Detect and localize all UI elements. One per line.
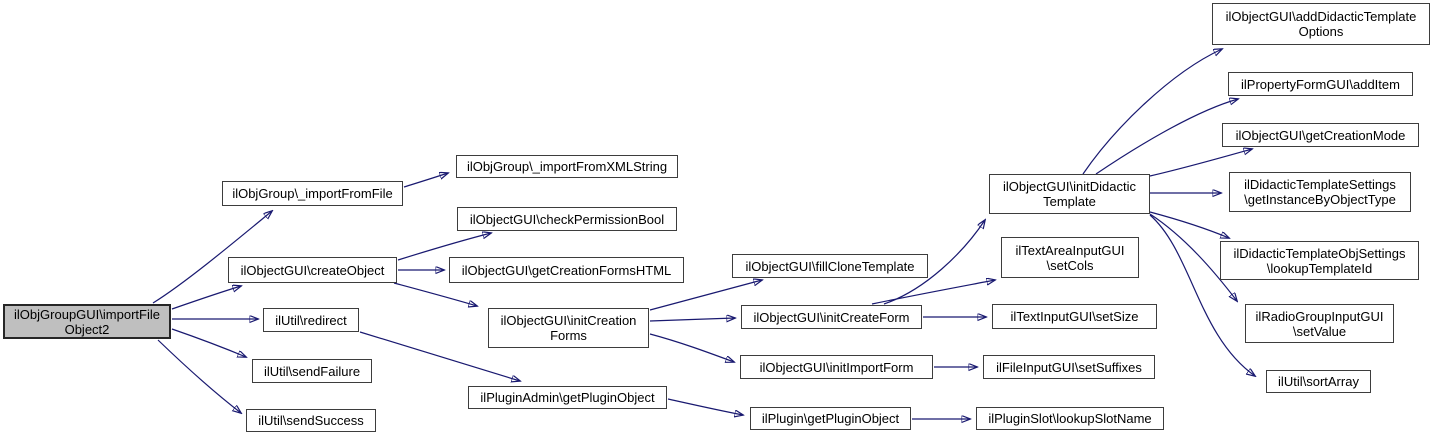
- edge-initdidactictemplate-setvalue: [1149, 213, 1237, 301]
- edge-initcreationforms-fillclonetemplate: [649, 280, 762, 311]
- edge-initdidactictemplate-lookuptemplateid: [1149, 211, 1229, 238]
- edge-initdidactictemplate-getcreationmode: [1149, 149, 1252, 177]
- node-getcreationformshtml[interactable]: ilObjectGUI\getCreationFormsHTML: [449, 257, 684, 283]
- edge-initcreateform-setcols: [871, 280, 995, 305]
- node-additem[interactable]: ilPropertyFormGUI\addItem: [1228, 72, 1413, 96]
- node-initdidactictemplate[interactable]: ilObjectGUI\initDidactic Template: [989, 174, 1150, 214]
- node-createobject[interactable]: ilObjectGUI\createObject: [228, 257, 397, 283]
- node-initcreationforms[interactable]: ilObjectGUI\initCreation Forms: [488, 308, 649, 348]
- node-getcreationmode[interactable]: ilObjectGUI\getCreationMode: [1222, 123, 1419, 147]
- edge-importfileobject2-sendfailure: [171, 328, 246, 357]
- node-setvalue[interactable]: ilRadioGroupInputGUI \setValue: [1245, 304, 1394, 343]
- node-redirect[interactable]: ilUtil\redirect: [263, 308, 359, 332]
- node-importfromxmlstring[interactable]: ilObjGroup\_importFromXMLString: [456, 155, 678, 178]
- edge-importfileobject2-sendsuccess: [157, 339, 241, 413]
- edge-initdidactictemplate-additem: [1095, 99, 1238, 175]
- node-getinstancebyobjecttype[interactable]: ilDidacticTemplateSettings \getInstanceB…: [1229, 172, 1411, 212]
- node-adddidactictemplateoptions[interactable]: ilObjectGUI\addDidacticTemplate Options: [1212, 3, 1430, 45]
- edge-createobject-checkpermissionbool: [397, 233, 491, 261]
- edge-importfileobject2-createobject: [171, 286, 241, 310]
- edge-initdidactictemplate-sortarray: [1149, 214, 1255, 376]
- node-setsize[interactable]: ilTextInputGUI\setSize: [992, 304, 1157, 329]
- edge-initdidactictemplate-adddidactictemplateoptions: [1082, 49, 1222, 175]
- node-sendsuccess[interactable]: ilUtil\sendSuccess: [246, 409, 376, 432]
- node-pluginadmin-getpluginobject[interactable]: ilPluginAdmin\getPluginObject: [468, 386, 667, 409]
- node-fillclonetemplate[interactable]: ilObjectGUI\fillCloneTemplate: [732, 254, 928, 278]
- node-initcreateform[interactable]: ilObjectGUI\initCreateForm: [741, 305, 922, 329]
- node-importfromfile[interactable]: ilObjGroup\_importFromFile: [222, 181, 403, 206]
- node-lookuptemplateid[interactable]: ilDidacticTemplateObjSettings \lookupTem…: [1220, 241, 1419, 280]
- node-importfileobject2: ilObjGroupGUI\importFile Object2: [3, 304, 171, 339]
- edge-importfromfile-importfromxmlstring: [403, 173, 448, 188]
- edge-initcreationforms-initimportform: [649, 333, 734, 362]
- node-plugin-getpluginobject[interactable]: ilPlugin\getPluginObject: [750, 407, 911, 430]
- edge-createobject-initcreationforms: [393, 282, 477, 306]
- node-lookupslotname[interactable]: ilPluginSlot\lookupSlotName: [976, 407, 1164, 430]
- edge-redirect-pluginadmingetpluginobject: [359, 331, 520, 381]
- node-sendfailure[interactable]: ilUtil\sendFailure: [252, 359, 372, 383]
- node-sortarray[interactable]: ilUtil\sortArray: [1266, 370, 1371, 393]
- node-setsuffixes[interactable]: ilFileInputGUI\setSuffixes: [983, 355, 1155, 379]
- edge-initcreationforms-initcreateform: [649, 318, 735, 321]
- node-initimportform[interactable]: ilObjectGUI\initImportForm: [740, 355, 933, 379]
- node-checkpermissionbool[interactable]: ilObjectGUI\checkPermissionBool: [457, 207, 677, 231]
- edge-pluginadmingetpluginobject-plugingetpluginobject: [667, 398, 743, 415]
- edge-importfileobject2-importfromfile: [152, 211, 272, 304]
- node-setcols[interactable]: ilTextAreaInputGUI \setCols: [1001, 237, 1139, 278]
